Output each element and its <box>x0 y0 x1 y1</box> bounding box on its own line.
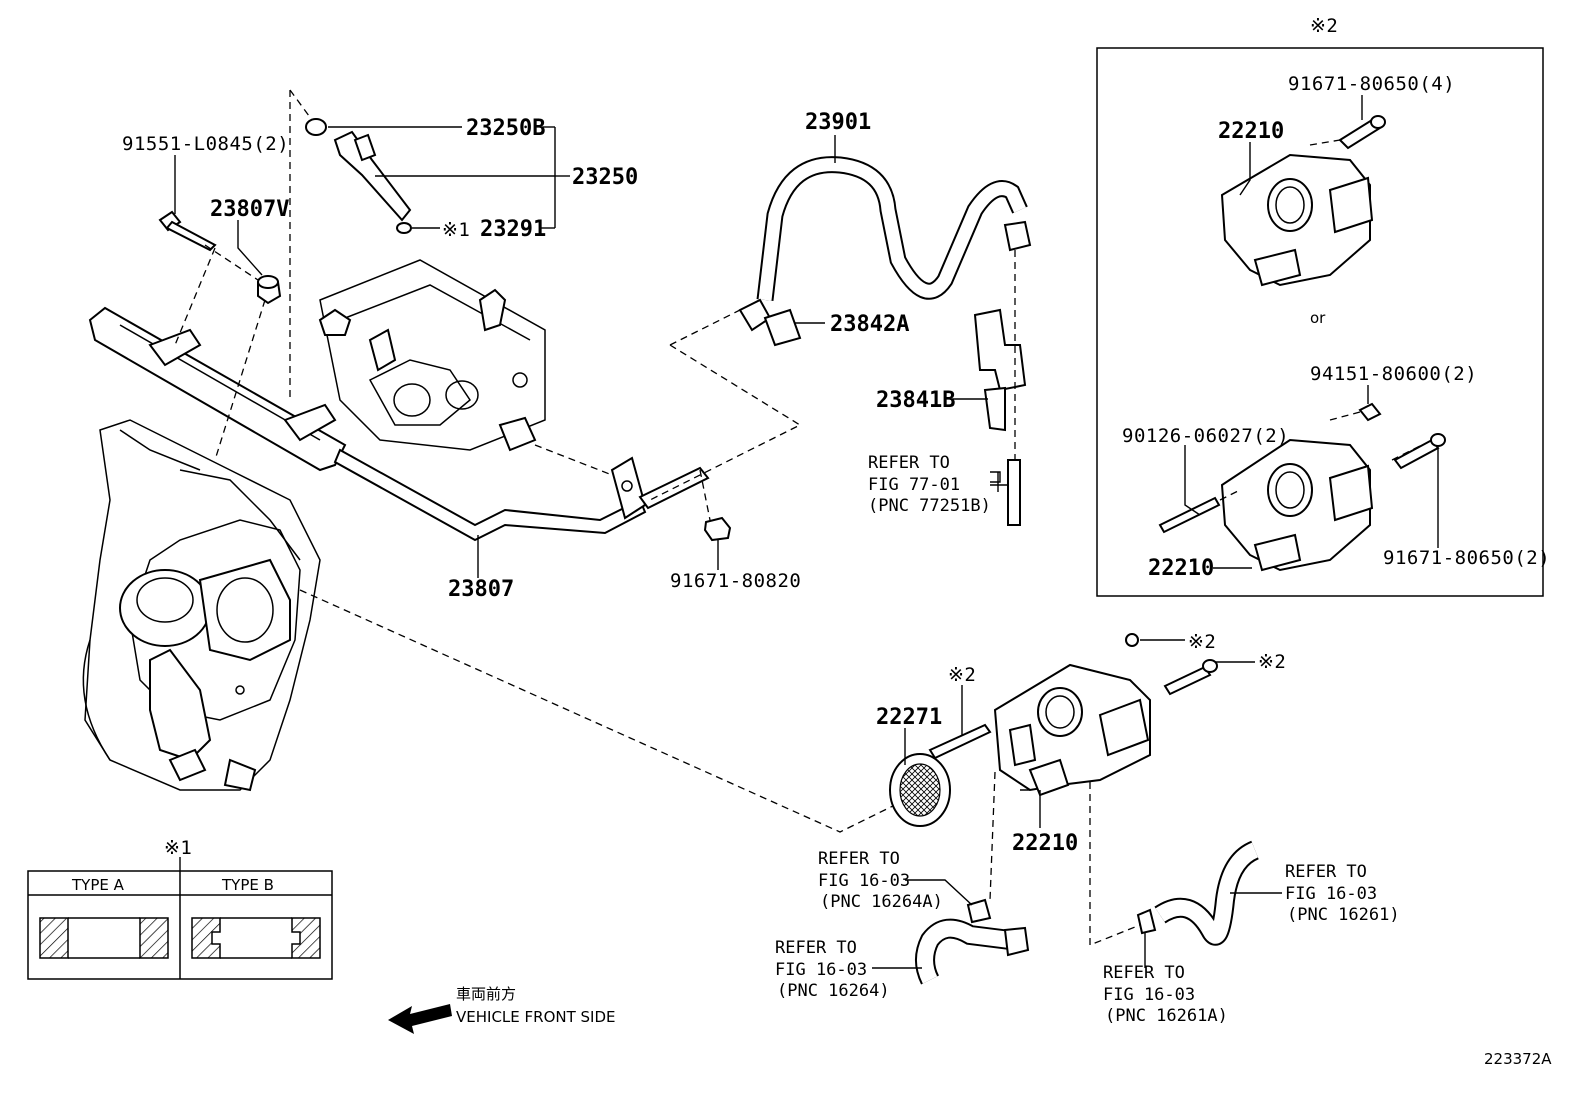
label-23842A[interactable]: 23842A <box>830 312 909 337</box>
label-90126-06027[interactable]: 90126-06027(2) <box>1122 425 1289 447</box>
cushion-23807V[interactable] <box>257 274 282 305</box>
ref-16261-line3: (PNC 16261) <box>1287 905 1400 925</box>
hose-16264[interactable] <box>915 898 1030 985</box>
assembly-lines <box>174 89 1141 946</box>
throttle-body-alt-2[interactable] <box>1158 402 1446 572</box>
note-mark-injector: ※1 <box>442 219 470 241</box>
label-23901[interactable]: 23901 <box>805 110 871 135</box>
hose-16261[interactable] <box>1136 840 1260 946</box>
label-23250B[interactable]: 23250B <box>466 116 545 141</box>
fuel-delivery-pipe[interactable] <box>88 306 710 542</box>
label-23250[interactable]: 23250 <box>572 165 638 190</box>
inset2-mark: ※2 <box>1310 15 1338 37</box>
label-22271[interactable]: 22271 <box>876 705 942 730</box>
label-91551-L0845[interactable]: 91551-L0845(2) <box>122 133 289 155</box>
inset-alternate-throttle <box>1096 47 1544 597</box>
fuel-injector[interactable] <box>305 118 412 234</box>
vehicle-front-en: VEHICLE FRONT SIDE <box>456 1008 616 1026</box>
ref-16264A-line1: REFER TO <box>818 849 900 869</box>
type-a-header: TYPE A <box>71 876 125 894</box>
gasket-22271[interactable] <box>889 753 951 827</box>
ref-16264-line2[interactable]: FIG 16-03 <box>775 960 867 980</box>
labels: 23250B 23250 ※1 23291 91551-L0845(2) 238… <box>71 15 1552 1068</box>
ref-16264A-line3: (PNC 16264A) <box>820 892 943 912</box>
ref-77-line2[interactable]: FIG 77-01 <box>868 475 960 495</box>
label-91671-80650-2[interactable]: 91671-80650(2) <box>1383 547 1550 569</box>
label-23291[interactable]: 23291 <box>480 217 546 242</box>
vehicle-front-jp: 車両前方 <box>456 985 516 1003</box>
note-mark-nut: ※2 <box>1188 631 1216 653</box>
bolt-91671-80820[interactable] <box>703 516 732 542</box>
ref-77-line3: (PNC 77251B) <box>868 496 991 516</box>
inset-injector-type-table <box>27 857 333 980</box>
type-b-header: TYPE B <box>221 876 274 894</box>
inset1-mark: ※1 <box>164 837 192 859</box>
label-91671-80650-4[interactable]: 91671-80650(4) <box>1288 73 1455 95</box>
ref-16264-line1: REFER TO <box>775 938 857 958</box>
leader-lines <box>174 95 1439 969</box>
label-22210-alt-top[interactable]: 22210 <box>1218 119 1284 144</box>
ref-16261A-line3: (PNC 16261A) <box>1105 1006 1228 1026</box>
ref-16261A-line2[interactable]: FIG 16-03 <box>1103 985 1195 1005</box>
note-mark-stud: ※2 <box>948 664 976 686</box>
or-text: or <box>1310 309 1326 327</box>
type-a-cross-section <box>39 917 169 959</box>
throttle-body-alt-1[interactable] <box>1220 115 1386 287</box>
engine-block-illustration <box>82 419 321 792</box>
label-94151-80600[interactable]: 94151-80600(2) <box>1310 363 1477 385</box>
ref-16261-line1: REFER TO <box>1285 862 1367 882</box>
ref-16261-line2[interactable]: FIG 16-03 <box>1285 884 1377 904</box>
note-mark-bolt: ※2 <box>1258 651 1286 673</box>
label-23807V[interactable]: 23807V <box>210 197 289 222</box>
diagram-id: 223372A <box>1484 1050 1552 1068</box>
vsv-23841B[interactable] <box>973 308 1027 526</box>
label-23807[interactable]: 23807 <box>448 577 514 602</box>
bolt-91551[interactable] <box>158 210 217 252</box>
label-91671-80820[interactable]: 91671-80820 <box>670 570 801 592</box>
type-b-cross-section <box>191 917 321 959</box>
label-22210-alt-bottom[interactable]: 22210 <box>1148 556 1214 581</box>
cylinder-head-illustration <box>318 259 546 452</box>
ref-16261A-line1: REFER TO <box>1103 963 1185 983</box>
ref-77-line1: REFER TO <box>868 453 950 473</box>
vehicle-front-arrow-icon <box>388 1004 452 1034</box>
ref-16264-line3: (PNC 16264) <box>777 981 890 1001</box>
label-22210-main[interactable]: 22210 <box>1012 831 1078 856</box>
vacuum-hose-23901[interactable] <box>738 156 1032 347</box>
ref-16264A-line2[interactable]: FIG 16-03 <box>818 871 910 891</box>
throttle-body-main[interactable] <box>928 633 1218 797</box>
label-23841B[interactable]: 23841B <box>876 388 955 413</box>
